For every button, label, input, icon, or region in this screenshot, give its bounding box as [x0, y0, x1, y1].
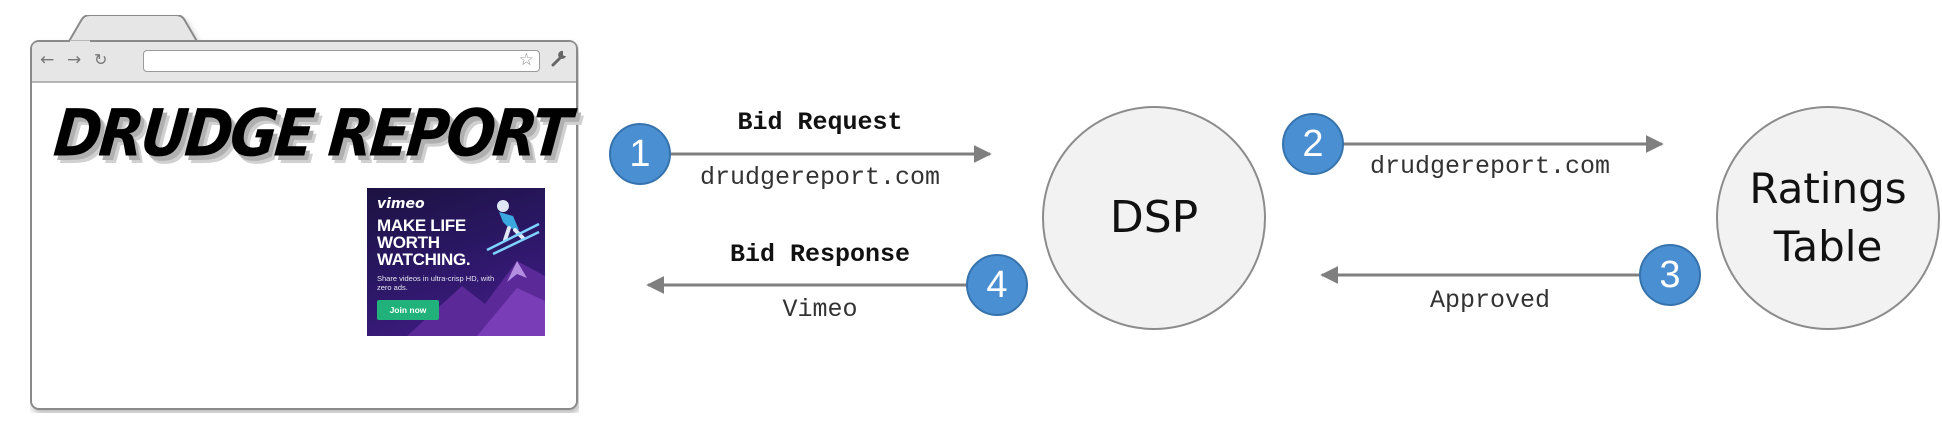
ad-brand: vimeo [377, 196, 425, 212]
step-badge-4 [966, 254, 1028, 316]
join-now-button[interactable]: Join now [377, 300, 439, 320]
dsp-node [1042, 106, 1266, 330]
step-number-4: 4 [986, 264, 1008, 306]
step-badge-1 [609, 123, 671, 185]
bid-response-title: Bid Response [729, 240, 911, 269]
url-input[interactable] [150, 52, 514, 72]
wrench-icon[interactable] [550, 49, 568, 67]
ratings-table-label-line1: Ratings [1749, 164, 1907, 213]
vimeo-ad[interactable]: vimeo MAKE LIFE WORTH WATCHING. Share vi… [367, 188, 545, 336]
dsp-label: DSP [1109, 192, 1199, 243]
step-number-1: 1 [629, 133, 651, 175]
step-number-3: 3 [1659, 254, 1681, 296]
bid-response-value: Vimeo [782, 295, 858, 324]
step-badge-2 [1282, 113, 1344, 175]
mountain-graphic [407, 261, 545, 336]
step-badge-3 [1639, 244, 1701, 306]
bid-request-title: Bid Request [737, 108, 903, 137]
browser-window: ← → ↻ ☆ DRUDGE REPORT vimeo MAKE LIFE WO… [30, 15, 579, 413]
ratings-table-label-line2: Table [1773, 222, 1883, 271]
star-icon[interactable]: ☆ [518, 50, 534, 70]
address-bar[interactable]: ☆ [143, 50, 540, 72]
arrow-left-icon[interactable]: ← [40, 50, 55, 70]
reload-icon[interactable]: ↻ [94, 50, 108, 69]
skier-icon [486, 200, 540, 256]
arrow-right-icon[interactable]: → [67, 50, 82, 70]
ratings-table-node [1716, 106, 1940, 330]
table-to-dsp-value: Approved [1429, 286, 1551, 315]
ad-headline: MAKE LIFE WORTH WATCHING. [377, 216, 471, 269]
bid-request-value: drudgereport.com [699, 163, 941, 192]
step-number-2: 2 [1302, 123, 1324, 165]
site-logo: DRUDGE REPORT [50, 94, 573, 172]
ad-subtext: Share videos in ultra-crisp HD, with zer… [377, 274, 495, 292]
dsp-to-table-value: drudgereport.com [1369, 152, 1611, 181]
